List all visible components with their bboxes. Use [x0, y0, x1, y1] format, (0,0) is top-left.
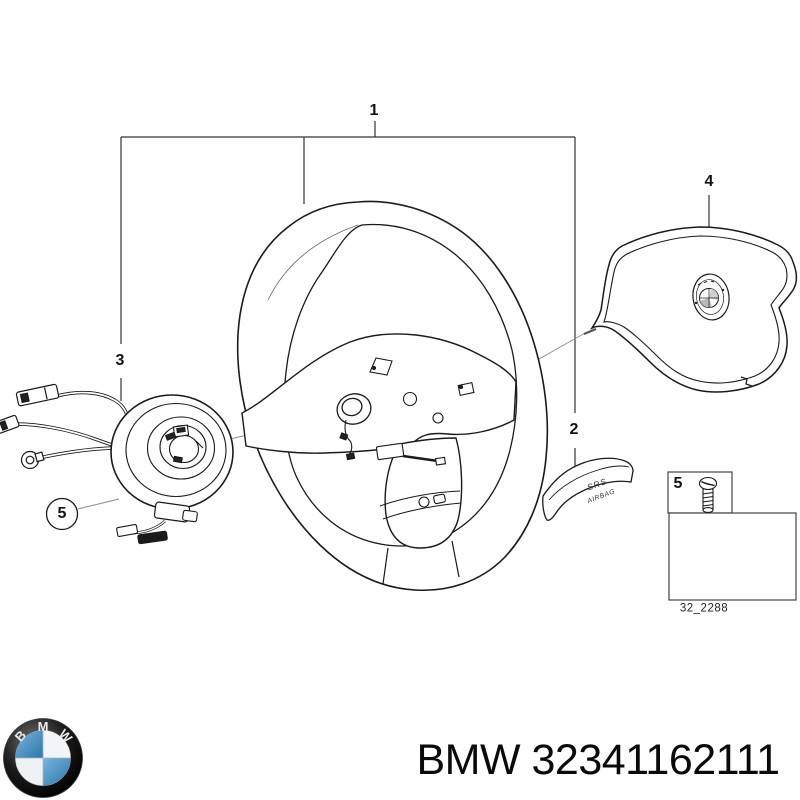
screw-icon [698, 476, 718, 513]
callout-label-4: 4 [704, 173, 714, 190]
wheel-lower-spoke [384, 437, 463, 549]
callout-label-5-circled: 5 [57, 505, 67, 522]
wire-connectors [0, 383, 60, 470]
spoke-fittings [369, 357, 475, 508]
airbag-inner-outline [603, 235, 788, 384]
airbag-emblem [692, 273, 730, 321]
wheel-hub [336, 393, 372, 461]
part-number-caption: BMW 32341162111 [416, 736, 780, 784]
callout-label-1: 1 [369, 102, 379, 119]
airbag-outer-outline [589, 226, 798, 393]
airbag-bottom-mark [740, 376, 753, 387]
clockspring-drawing [110, 394, 234, 545]
callout-label-3: 3 [115, 352, 125, 369]
bmw-logo: B M W [3, 718, 83, 798]
callout-label-2: 2 [569, 421, 579, 438]
srs-trim-drawing: SRS AIRBAG [542, 457, 634, 521]
callout-label-5-box: 5 [673, 475, 683, 492]
airbag-module-drawing [589, 226, 798, 393]
logo-letter-m: M [38, 719, 49, 734]
callout-lines [120, 121, 710, 469]
steering-wheel-drawing [236, 200, 549, 592]
inset-ref-code: 32_2288 [679, 602, 729, 615]
screw-inset-box [667, 471, 797, 601]
wheel-center-pad [241, 333, 517, 454]
callout-5-circle [45, 497, 120, 531]
